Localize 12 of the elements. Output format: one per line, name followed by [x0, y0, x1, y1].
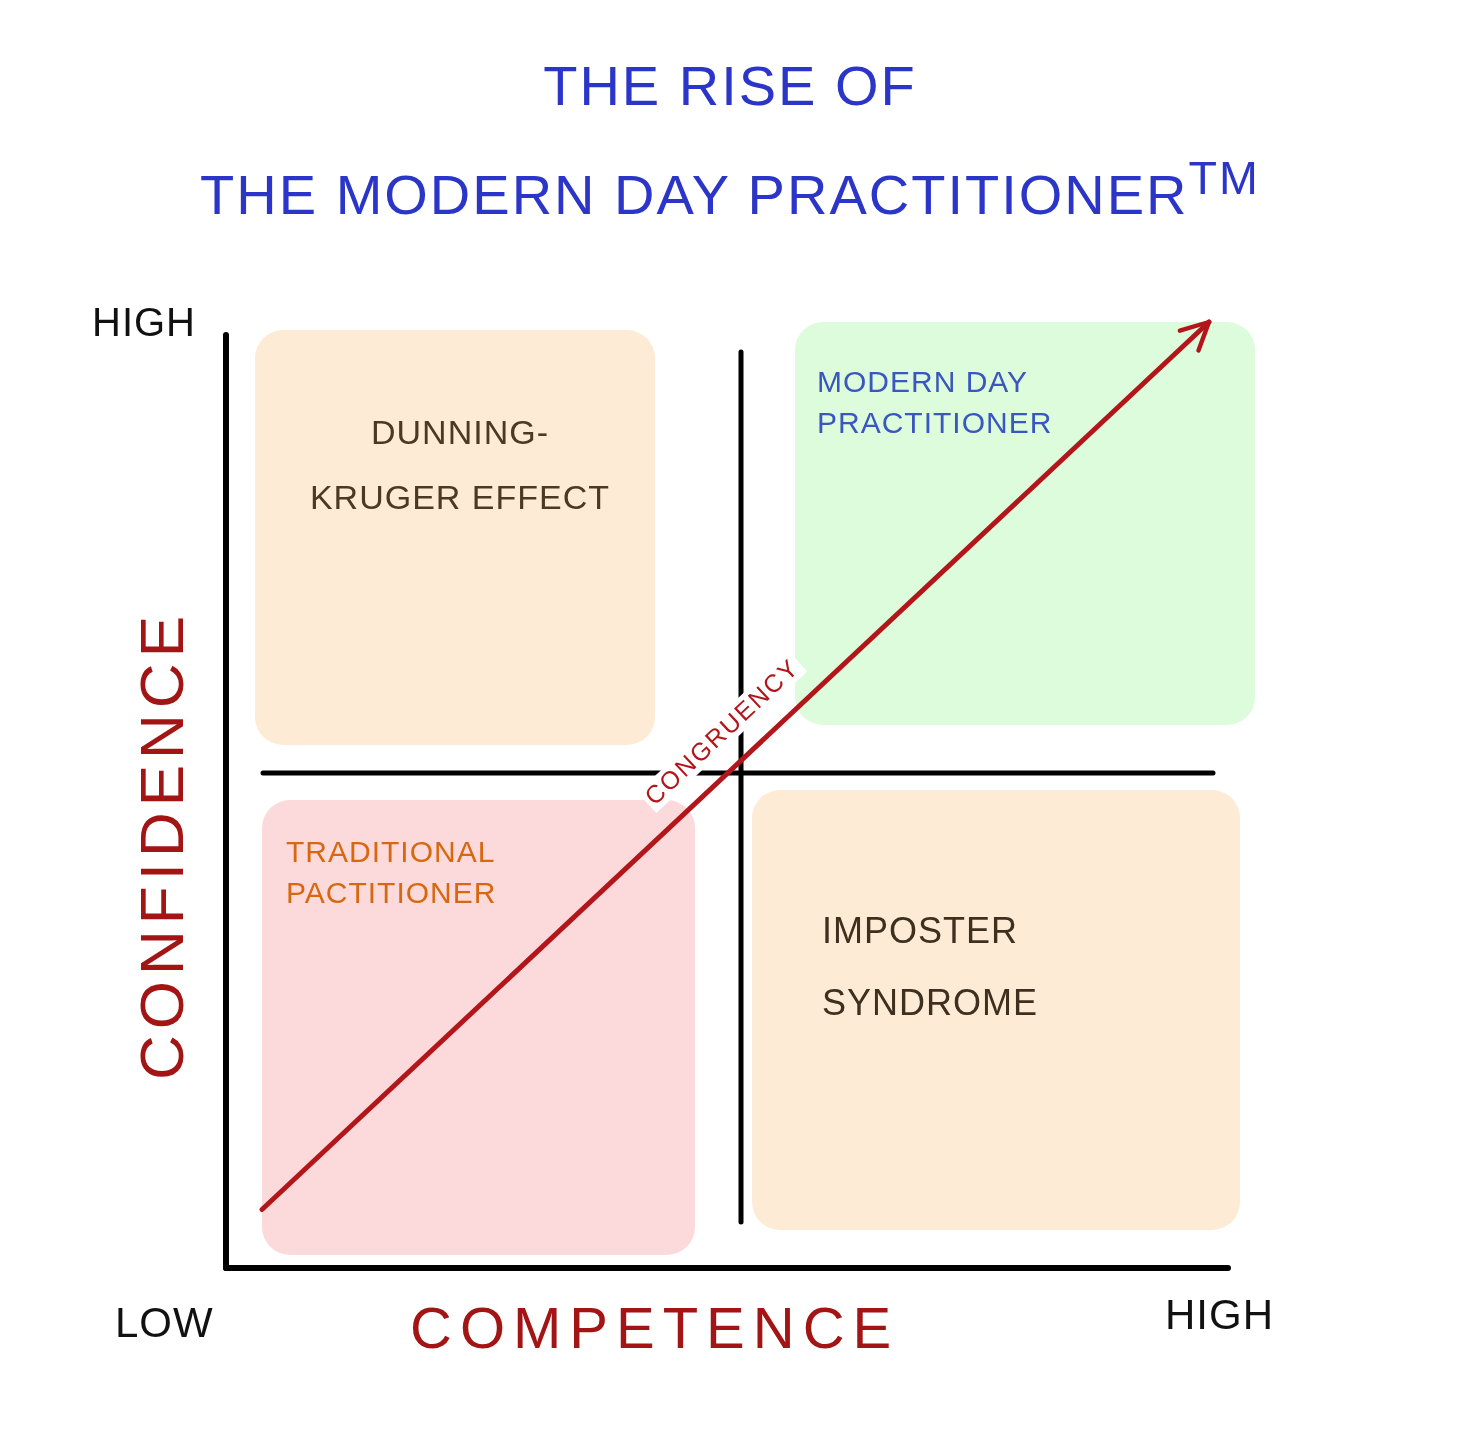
axis-end-label: LOW	[115, 1300, 214, 1347]
axis-title: COMPETENCE	[410, 1296, 900, 1360]
quadrant-patch	[795, 322, 1255, 725]
axis-title: CONFIDENCE	[128, 610, 197, 1080]
diagram-title: THE RISE OF THE MODERN DAY PRACTITIONER$^{TM}$	[199, 53, 1261, 228]
quadrant-label: MODERN DAY PRACTITIONER	[817, 364, 1054, 441]
axis-end-label: HIGH	[92, 300, 196, 344]
axis-end-label: HIGH	[1165, 1292, 1274, 1339]
quadrant-label: IMPOSTER SYNDROME	[822, 909, 1040, 1025]
quadrant-label: TRADITIONAL PACTITIONER	[286, 834, 498, 911]
arrow	[259, 319, 1212, 1212]
quadrant-label: DUNNING-KRUGER EFFECT	[308, 412, 612, 518]
